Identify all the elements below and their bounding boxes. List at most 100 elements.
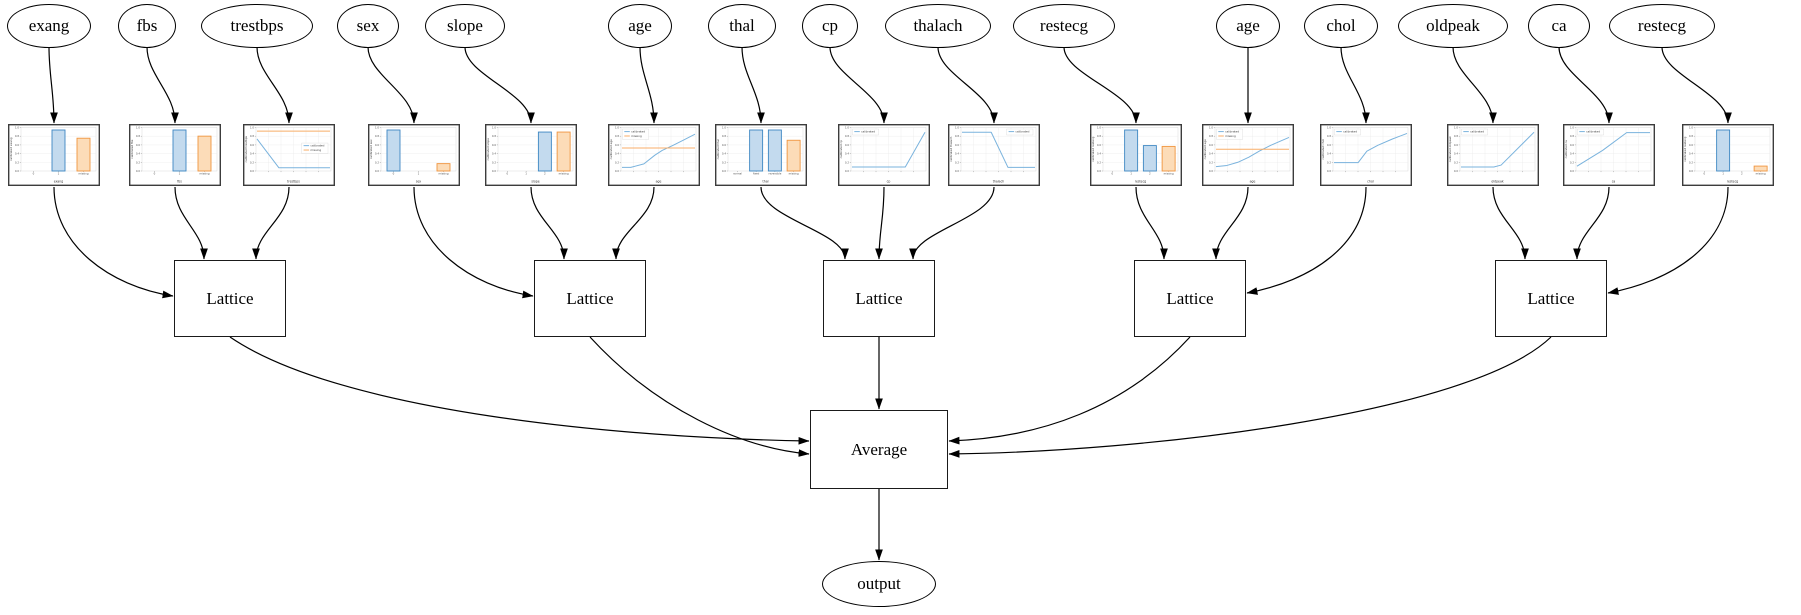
edge-arrow [741, 46, 765, 124]
edge-arrow [948, 336, 1552, 458]
input-node-age: age [608, 4, 672, 48]
y-tick-label: 0.0 [845, 169, 849, 173]
x-axis-label: oldpeak [1491, 180, 1503, 184]
y-tick-label: 0.6 [1327, 143, 1331, 147]
y-tick-label: 0.2 [1209, 160, 1213, 164]
x-tick-label: reversible [768, 171, 781, 175]
y-tick-label: 1.0 [845, 125, 849, 129]
y-axis-label: calibrated fbs [130, 139, 134, 159]
edge-arrow [1492, 186, 1529, 260]
y-tick-label: 0.8 [955, 134, 959, 138]
y-tick-label: 0.6 [1097, 143, 1101, 147]
legend [852, 128, 879, 136]
y-tick-label: 0.8 [492, 134, 496, 138]
x-tick-label: 1 [525, 171, 527, 175]
series-line-calibrated [852, 132, 926, 168]
input-node-slope: slope [425, 4, 505, 48]
legend-label: calibrated [1225, 130, 1239, 134]
y-tick-label: 0.4 [845, 152, 849, 156]
y-tick-label: 1.0 [1689, 125, 1693, 129]
y-tick-label: 0.6 [1689, 143, 1693, 147]
x-axis-label: fbs [177, 180, 182, 184]
legend-label: missing [631, 134, 642, 138]
x-axis-label: restecg [1727, 180, 1739, 184]
y-axis-label: calibrated age [1203, 139, 1207, 159]
legend-label: calibrated [631, 130, 645, 134]
legend [1006, 128, 1034, 136]
bar-missing [1753, 165, 1768, 172]
y-axis-label: calibrated ca [1564, 140, 1568, 158]
edge-arrow [530, 186, 568, 260]
y-tick-label: 0.2 [1689, 160, 1693, 164]
lattice-node-3: Lattice [823, 260, 935, 337]
y-tick-label: 0.0 [375, 169, 379, 173]
lattice-node-4: Lattice [1134, 260, 1246, 337]
y-tick-label: 0.2 [955, 160, 959, 164]
edge-arrow [53, 186, 174, 299]
y-tick-label: 1.0 [1454, 125, 1458, 129]
input-node-ca: ca [1528, 4, 1590, 48]
x-axis-label: age [656, 180, 662, 184]
y-tick-label: 0.0 [1097, 169, 1101, 173]
y-axis-label: calibrated restecg [1091, 136, 1095, 162]
x-axis-label: chol [1367, 180, 1374, 184]
y-tick-label: 0.2 [15, 160, 19, 164]
y-tick-label: 0.8 [615, 134, 619, 138]
x-tick-label: 2 [1741, 171, 1743, 175]
x-tick-label: 1 [1130, 171, 1132, 175]
x-tick-label: 1 [418, 171, 420, 175]
edge-arrow [1452, 46, 1497, 124]
x-axis-label: age [1250, 180, 1256, 184]
y-tick-label: 0.2 [615, 160, 619, 164]
x-tick-label: missing [559, 171, 569, 175]
edge-arrow [875, 186, 885, 260]
y-tick-label: 0.2 [1454, 160, 1458, 164]
y-tick-label: 0.2 [722, 160, 726, 164]
edge-arrow [1340, 46, 1370, 124]
bar-2 [537, 131, 552, 172]
x-axis-label: thalach [993, 180, 1005, 184]
y-tick-label: 0.0 [1327, 169, 1331, 173]
legend [1577, 128, 1604, 136]
y-tick-label: 0.4 [1327, 152, 1331, 156]
x-axis-label: restecg [1135, 180, 1147, 184]
x-axis-label: ca [1612, 180, 1616, 184]
bar-missing [1161, 145, 1176, 172]
edge-arrow [1558, 46, 1613, 124]
y-axis-label: calibrated chol [1321, 139, 1325, 160]
x-tick-label: normal [733, 171, 742, 175]
y-tick-label: 0.8 [1327, 134, 1331, 138]
bar-missing [76, 137, 91, 172]
x-tick-label: missing [79, 171, 89, 175]
input-node-restecg: restecg [1013, 4, 1115, 48]
y-tick-label: 0.2 [492, 160, 496, 164]
y-axis-label: calibrated restecg [1683, 136, 1687, 162]
bar-missing [197, 135, 212, 172]
y-tick-label: 1.0 [136, 125, 140, 129]
edge-arrow [48, 46, 58, 124]
y-tick-label: 0.4 [375, 152, 379, 156]
y-tick-label: 1.0 [492, 125, 496, 129]
y-tick-label: 0.8 [1454, 134, 1458, 138]
x-tick-label: 0 [507, 171, 509, 175]
y-tick-label: 0.0 [136, 169, 140, 173]
y-tick-label: 1.0 [1097, 125, 1101, 129]
edge-arrow [639, 46, 658, 124]
y-tick-label: 1.0 [722, 125, 726, 129]
y-tick-label: 0.4 [136, 152, 140, 156]
y-tick-label: 0.2 [1570, 160, 1574, 164]
y-tick-label: 0.6 [1454, 143, 1458, 147]
bar-fixed [749, 129, 764, 172]
x-tick-label: 0 [1704, 171, 1706, 175]
y-tick-label: 0.6 [955, 143, 959, 147]
x-tick-label: missing [200, 171, 210, 175]
y-tick-label: 0.4 [250, 152, 254, 156]
y-tick-label: 0.6 [15, 143, 19, 147]
y-tick-label: 0.6 [845, 143, 849, 147]
